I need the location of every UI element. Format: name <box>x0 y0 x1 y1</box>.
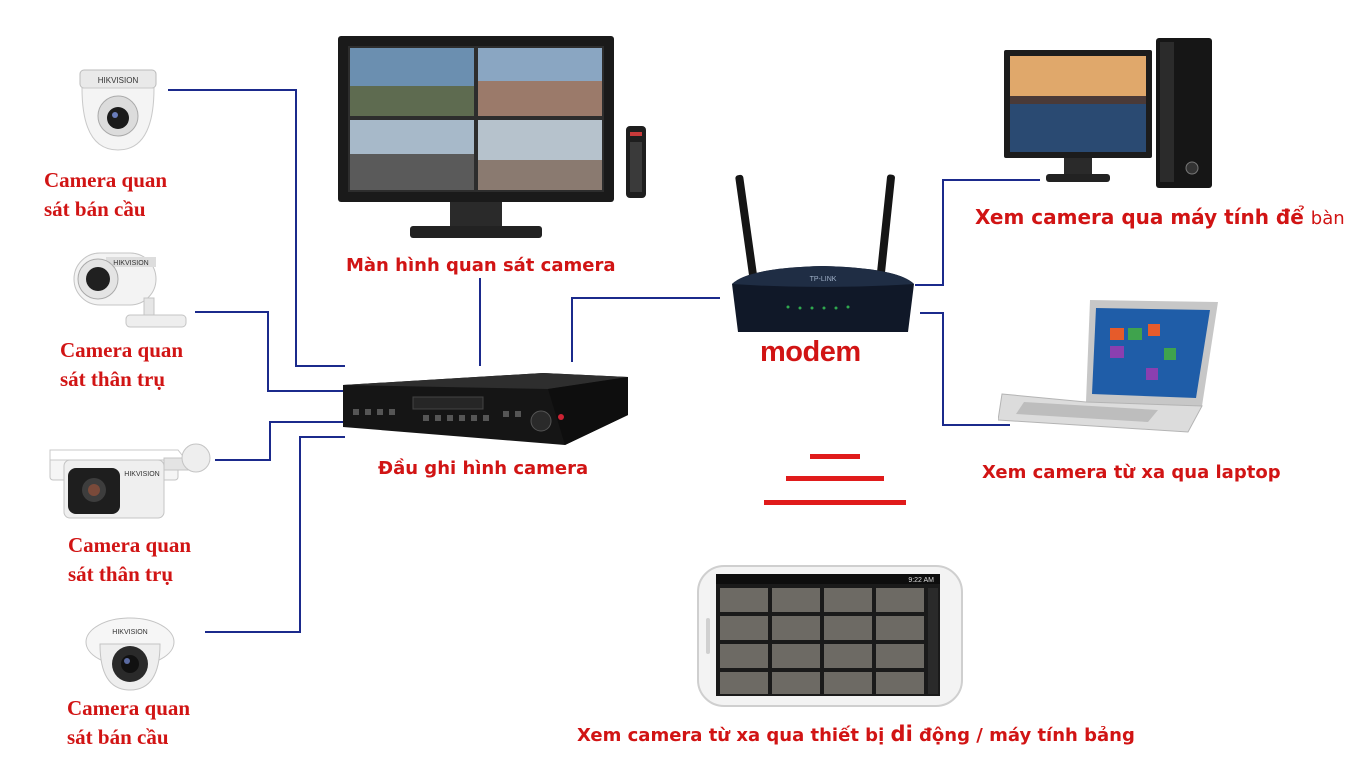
dvr-recorder <box>343 365 628 460</box>
surveillance-monitor <box>338 36 658 253</box>
recorder-label: Đầu ghi hình camera <box>378 458 589 479</box>
desktop-label: Xem camera qua máy tính để bàn <box>975 205 1345 229</box>
monitor-label: Màn hình quan sát camera <box>346 255 616 276</box>
router-brand: TP-LINK <box>810 276 837 283</box>
svg-text:HIKVISION: HIKVISION <box>112 629 147 636</box>
wire-camera-1 <box>168 89 345 367</box>
camera-brand: HIKVISION <box>98 76 139 85</box>
mobile-label: Xem camera từ xa qua thiết bị di động / … <box>577 722 1135 746</box>
laptop <box>997 298 1220 441</box>
phone-clock: 9:22 AM <box>908 577 934 584</box>
dome-camera-4: HIKVISION <box>80 612 180 699</box>
wire-laptop <box>920 312 1010 426</box>
desktop-computer <box>1004 36 1216 197</box>
wireless-signal-icon <box>764 454 906 505</box>
laptop-label: Xem camera từ xa qua laptop <box>982 462 1281 483</box>
wifi-router: TP-LINK <box>728 172 918 342</box>
wire-modem <box>571 297 720 362</box>
bullet-camera-3: HIKVISION <box>46 428 216 528</box>
bullet-camera-2: HIKVISION <box>66 243 188 336</box>
wire-camera-2 <box>195 311 345 392</box>
svg-text:HIKVISION: HIKVISION <box>124 471 159 478</box>
smartphone: 9:22 AM <box>696 564 964 713</box>
svg-text:HIKVISION: HIKVISION <box>113 260 148 267</box>
wire-camera-3 <box>215 421 345 461</box>
wire-desktop <box>915 179 1040 286</box>
wire-camera-4 <box>205 436 345 633</box>
dome-camera-1: HIKVISION <box>68 68 168 163</box>
modem-label: modem <box>760 336 861 368</box>
